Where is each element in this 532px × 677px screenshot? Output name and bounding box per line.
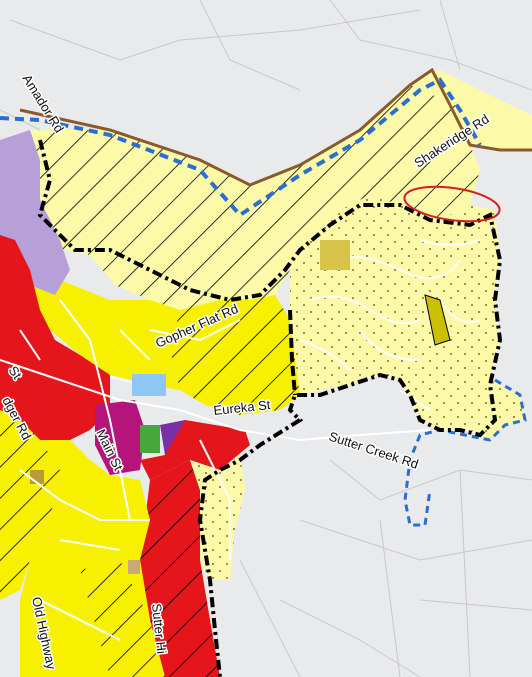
town-streets: [0, 299, 431, 641]
city-boundary: [37, 139, 503, 677]
zone-sky-blue: [132, 374, 166, 396]
sphere-boundary-east: [403, 378, 527, 527]
zone-north-hatch-lines: [15, 70, 480, 310]
highlight-circle[interactable]: [402, 181, 502, 226]
zone-olive-b: [320, 240, 350, 270]
zone-shakeridge-strip: [410, 70, 532, 150]
label-sutter-hi: Sutter Hi: [149, 603, 169, 655]
zone-far-west-hatch: [0, 410, 60, 600]
zone-tan-a: [128, 560, 140, 574]
brown-boundary-line: [19, 67, 532, 187]
zone-green: [140, 425, 160, 453]
zone-west-hatch: [170, 295, 300, 415]
zone-magenta: [95, 400, 145, 475]
east-streets: [299, 239, 481, 411]
zone-commercial-west: [0, 235, 110, 440]
zone-southwest-hatch: [80, 560, 165, 677]
zone-south-dots: [190, 455, 245, 580]
zone-olive-c: [424, 294, 451, 346]
zone-commercial-central: [140, 420, 250, 480]
city-boundary-inner: [288, 309, 297, 396]
